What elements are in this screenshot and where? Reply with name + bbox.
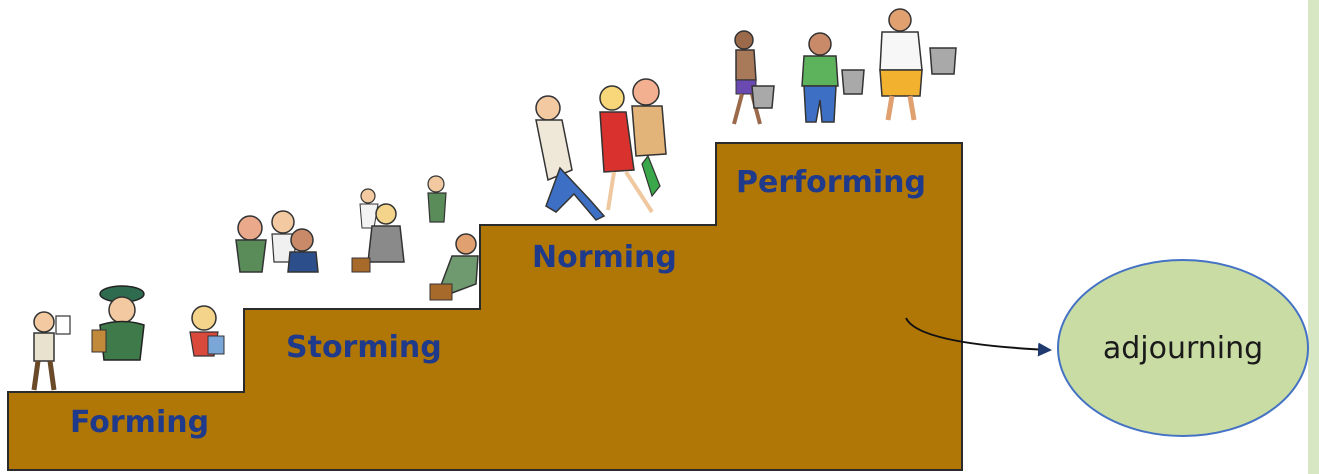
step-label-forming: Forming (70, 405, 210, 440)
people-performing-icon (732, 8, 957, 125)
step-label-storming: Storming (286, 330, 442, 365)
adjourning-arrow (905, 317, 1052, 357)
step-label-performing: Performing (736, 165, 926, 200)
step-label-norming: Norming (532, 240, 677, 275)
adjourning-ellipse (1057, 259, 1309, 437)
adjourning-label: adjourning (1102, 330, 1264, 366)
people-forming-icon (31, 285, 225, 391)
staircase-shape (7, 142, 963, 471)
people-norming-icon (535, 78, 667, 221)
people-storming-icon (235, 175, 479, 301)
slide-right-border (1308, 0, 1319, 474)
